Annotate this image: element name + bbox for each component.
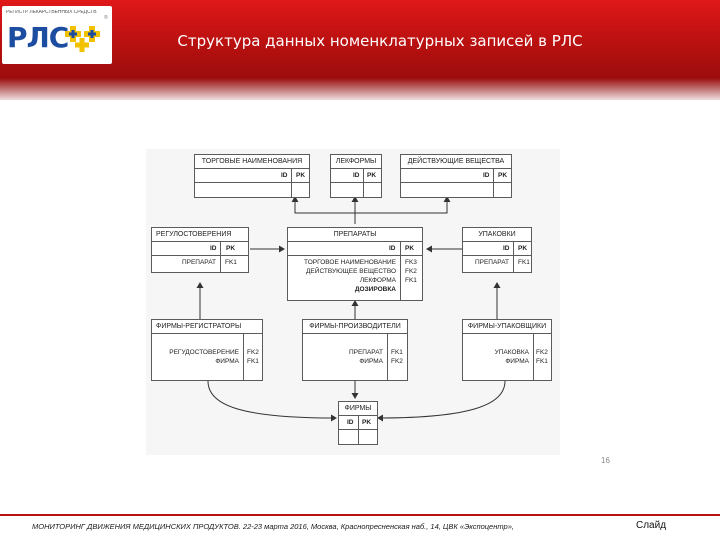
field-key: FK1	[536, 358, 548, 365]
pk-label: PK	[405, 245, 415, 252]
id-label: ID	[281, 172, 288, 179]
entity-title: РЕГУЛОСТОВЕРЕНИЯ	[152, 228, 248, 242]
entity-title: ФИРМЫ-РЕГИСТРАТОРЫ	[152, 320, 262, 334]
id-label: ID	[353, 172, 360, 179]
field-key: FK2	[536, 349, 548, 356]
field-list: ПРЕПАРАТ ФИРМА	[303, 348, 383, 366]
footer-divider	[0, 514, 720, 516]
key-list: FK2 FK1	[536, 348, 548, 366]
edge-preparations-trade-names	[291, 196, 356, 224]
field-key: FK1	[405, 277, 417, 284]
entity-preparations: ПРЕПАРАТЫ ID PK ТОРГОВОЕ НАИМЕНОВАНИЕ ДЕ…	[287, 227, 423, 301]
page-title: Структура данных номенклатурных записей …	[177, 32, 583, 50]
slide-label: Слайд	[636, 520, 667, 531]
entity-registrations: РЕГУЛОСТОВЕРЕНИЯ ID PK ПРЕПАРАТ FK1	[151, 227, 249, 273]
edge-firm-registrars-firms	[207, 380, 337, 422]
field-name: ПРЕПАРАТ	[181, 259, 216, 266]
field-name: РЕГУДОСТОВЕРЕНИЕ	[169, 349, 239, 356]
field-list: ТОРГОВОЕ НАИМЕНОВАНИЕ ДЕЙСТВУЮЩЕЕ ВЕЩЕСТ…	[288, 258, 396, 294]
key-list: FK1 FK2	[391, 348, 403, 366]
key-list: FK2 FK1	[247, 348, 259, 366]
field-list: ПРЕПАРАТ	[152, 258, 216, 267]
footer: МОНИТОРИНГ ДВИЖЕНИЯ МЕДИЦИНСКИХ ПРОДУКТО…	[0, 514, 720, 540]
field-key: FK1	[247, 358, 259, 365]
entity-key-row: ID PK	[331, 169, 381, 183]
header-banner: РЕГИСТР ЛЕКАРСТВЕННЫХ СРЕДСТВ РОССИИ РЛС…	[0, 0, 720, 100]
field-key: FK3	[405, 259, 417, 266]
entity-title: ДЕЙСТВУЮЩИЕ ВЕЩЕСТВА	[401, 155, 511, 169]
trademark-symbol: ®	[104, 15, 108, 21]
pk-label: PK	[362, 419, 372, 426]
field-name: ФИРМА	[215, 358, 239, 365]
entity-title: ФИРМЫ-УПАКОВЩИКИ	[463, 320, 551, 334]
field-key: FK1	[225, 259, 237, 266]
entity-title: ФИРМЫ	[339, 402, 377, 416]
entity-trade-names: ТОРГОВЫЕ НАИМЕНОВАНИЯ ID PK	[194, 154, 310, 198]
entity-key-row: ID PK	[195, 169, 309, 183]
id-label: ID	[483, 172, 490, 179]
field-key: FK2	[405, 268, 417, 275]
rls-logo: РЕГИСТР ЛЕКАРСТВЕННЫХ СРЕДСТВ РОССИИ РЛС…	[2, 6, 112, 64]
entity-dosage-forms: ЛЕКФОРМЫ ID PK	[330, 154, 382, 198]
key-list: FK1	[518, 258, 530, 267]
field-name: УПАКОВКА	[494, 349, 529, 356]
field-list: УПАКОВКА ФИРМА	[463, 348, 529, 366]
field-name: ПРЕПАРАТ	[474, 259, 509, 266]
field-list: РЕГУДОСТОВЕРЕНИЕ ФИРМА	[152, 348, 239, 366]
entity-firms: ФИРМЫ ID PK	[338, 401, 378, 445]
field-name: ФИРМА	[359, 358, 383, 365]
field-key: FK1	[391, 349, 403, 356]
entity-firm-manufacturers: ФИРМЫ-ПРОИЗВОДИТЕЛИ ПРЕПАРАТ ФИРМА FK1 F…	[302, 319, 408, 381]
entity-packages: УПАКОВКИ ID PK ПРЕПАРАТ FK1	[462, 227, 532, 273]
edge-firm-packagers-firms	[377, 380, 506, 422]
pk-label: PK	[226, 245, 236, 252]
field-key: FK1	[518, 259, 530, 266]
id-label: ID	[347, 419, 354, 426]
entity-title: УПАКОВКИ	[463, 228, 531, 242]
entity-title: ЛЕКФОРМЫ	[331, 155, 381, 169]
footer-event-info: МОНИТОРИНГ ДВИЖЕНИЯ МЕДИЦИНСКИХ ПРОДУКТО…	[32, 522, 514, 531]
edge-preparations-substances	[355, 196, 451, 214]
id-label: ID	[210, 245, 217, 252]
entity-title: ПРЕПАРАТЫ	[288, 228, 422, 242]
entity-title: ФИРМЫ-ПРОИЗВОДИТЕЛИ	[303, 320, 407, 334]
pk-label: PK	[296, 172, 306, 179]
pk-label: PK	[518, 245, 528, 252]
field-key: FK2	[391, 358, 403, 365]
entity-firm-packagers: ФИРМЫ-УПАКОВЩИКИ УПАКОВКА ФИРМА FK2 FK1	[462, 319, 552, 381]
entity-key-row: ID PK	[401, 169, 511, 183]
entity-active-substances: ДЕЙСТВУЮЩИЕ ВЕЩЕСТВА ID PK	[400, 154, 512, 198]
field-list: ПРЕПАРАТ	[463, 258, 509, 267]
field-name: ДОЗИРОВКА	[354, 286, 396, 293]
pk-label: PK	[498, 172, 508, 179]
id-label: ID	[503, 245, 510, 252]
field-name: ФИРМА	[505, 358, 529, 365]
entity-key-row: ID PK	[152, 242, 248, 256]
field-key: FK2	[247, 349, 259, 356]
logo-text: РЛС	[7, 21, 69, 54]
entity-title: ТОРГОВЫЕ НАИМЕНОВАНИЯ	[195, 155, 309, 169]
field-name: ЛЕКФОРМА	[359, 277, 396, 284]
entity-key-row: ID PK	[463, 242, 531, 256]
pk-label: PK	[367, 172, 377, 179]
medical-cross-icon	[65, 26, 100, 52]
entity-key-row: ID PK	[288, 242, 422, 256]
field-name: ТОРГОВОЕ НАИМЕНОВАНИЕ	[304, 259, 396, 266]
key-list: FK1	[225, 258, 237, 267]
id-label: ID	[389, 245, 396, 252]
key-list: FK3 FK2 FK1	[405, 258, 417, 285]
field-name: ДЕЙСТВУЮЩЕЕ ВЕЩЕСТВО	[306, 268, 396, 275]
entity-key-row: ID PK	[339, 416, 377, 430]
field-name: ПРЕПАРАТ	[348, 349, 383, 356]
entity-firm-registrars: ФИРМЫ-РЕГИСТРАТОРЫ РЕГУДОСТОВЕРЕНИЕ ФИРМ…	[151, 319, 263, 381]
logo-caption: РЕГИСТР ЛЕКАРСТВЕННЫХ СРЕДСТВ РОССИИ	[6, 10, 98, 15]
page-number: 16	[601, 456, 610, 465]
